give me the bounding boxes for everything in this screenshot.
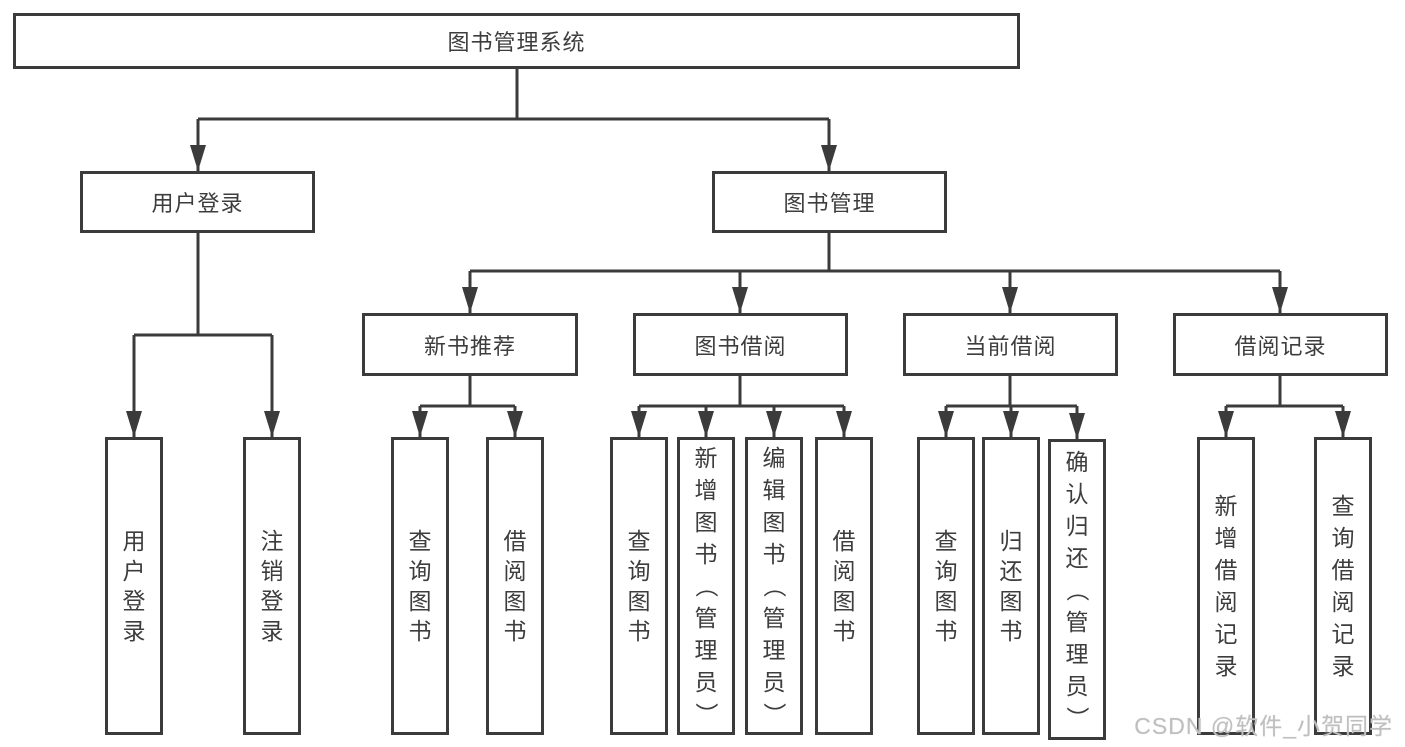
node-book-management: 图书管理 [712, 171, 947, 233]
node-root-system: 图书管理系统 [13, 13, 1020, 69]
node-current-borrow: 当前借阅 [903, 313, 1118, 376]
node-leaf-query-borrow-record: 查询借阅记录 [1314, 437, 1372, 735]
node-new-book-recommend: 新书推荐 [362, 313, 578, 376]
node-leaf-logout: 注销登录 [243, 437, 301, 735]
node-leaf-add-borrow-record: 新增借阅记录 [1197, 437, 1255, 735]
node-leaf-add-book-admin: 新增图书（管理员） [677, 437, 735, 735]
node-leaf-borrow-books-1: 借阅图书 [486, 437, 544, 735]
node-leaf-query-books-2: 查询图书 [610, 437, 668, 735]
node-user-login: 用户登录 [80, 171, 315, 233]
node-leaf-borrow-books-2: 借阅图书 [815, 437, 873, 735]
node-leaf-return-books: 归还图书 [982, 437, 1040, 735]
csdn-watermark: CSDN @软件_小贺同学 [1134, 713, 1393, 739]
node-leaf-query-books-3: 查询图书 [917, 437, 975, 735]
node-book-borrow: 图书借阅 [633, 313, 848, 376]
node-leaf-edit-book-admin: 编辑图书（管理员） [745, 437, 803, 735]
node-leaf-confirm-return-admin: 确认归还（管理员） [1048, 439, 1106, 740]
node-leaf-query-books-1: 查询图书 [391, 437, 449, 735]
node-leaf-user-login: 用户登录 [105, 437, 163, 735]
node-borrow-records: 借阅记录 [1173, 313, 1388, 376]
